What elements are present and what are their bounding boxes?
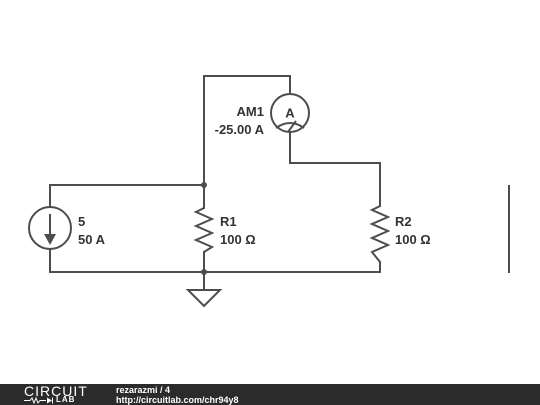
source-label: 5 <box>78 214 85 229</box>
junction-node-bottom <box>201 269 207 275</box>
logo-circuit-icon <box>24 397 53 404</box>
wire-ammeter-to-r2 <box>289 131 381 207</box>
ammeter-am1[interactable]: A <box>270 93 310 133</box>
ammeter-circle <box>270 93 310 133</box>
r1-label: R1 <box>220 214 237 229</box>
ammeter-needle <box>287 120 297 133</box>
logo-text-top: CIRCUIT <box>24 383 88 399</box>
circuit-schematic: A 5 50 A R1 100 Ω R2 100 Ω AM1 -25.00 A <box>28 75 510 308</box>
resistor-r2[interactable] <box>369 205 391 263</box>
r2-label: R2 <box>395 214 412 229</box>
r1-value: 100 Ω <box>220 232 256 247</box>
junction-node-top <box>201 182 207 188</box>
current-source-circle <box>28 206 72 250</box>
r2-value: 100 Ω <box>395 232 431 247</box>
ground-icon <box>185 289 223 308</box>
ammeter-symbol: A <box>285 106 295 121</box>
current-source[interactable] <box>28 206 72 250</box>
wire-source-bottom <box>49 248 381 273</box>
ammeter-scale-arc <box>275 122 305 129</box>
wires <box>49 75 510 291</box>
footer-bar: CIRCUIT LAB rezarazmi / 4 http://circuit… <box>0 384 540 405</box>
footer-url[interactable]: http://circuitlab.com/chr94y8 <box>116 395 239 405</box>
footer-user[interactable]: rezarazmi / 4 <box>116 385 171 395</box>
circuitlab-logo[interactable]: CIRCUIT LAB <box>24 383 94 405</box>
resistor-r1[interactable] <box>193 207 215 253</box>
ammeter-label: AM1 <box>237 104 264 119</box>
logo-text-bottom: LAB <box>56 395 76 404</box>
wire-to-ammeter <box>203 75 291 186</box>
ammeter-value: -25.00 A <box>215 122 265 137</box>
source-value: 50 A <box>78 232 106 247</box>
current-source-arrow-head <box>44 234 56 245</box>
wire-left-loop <box>49 184 205 208</box>
